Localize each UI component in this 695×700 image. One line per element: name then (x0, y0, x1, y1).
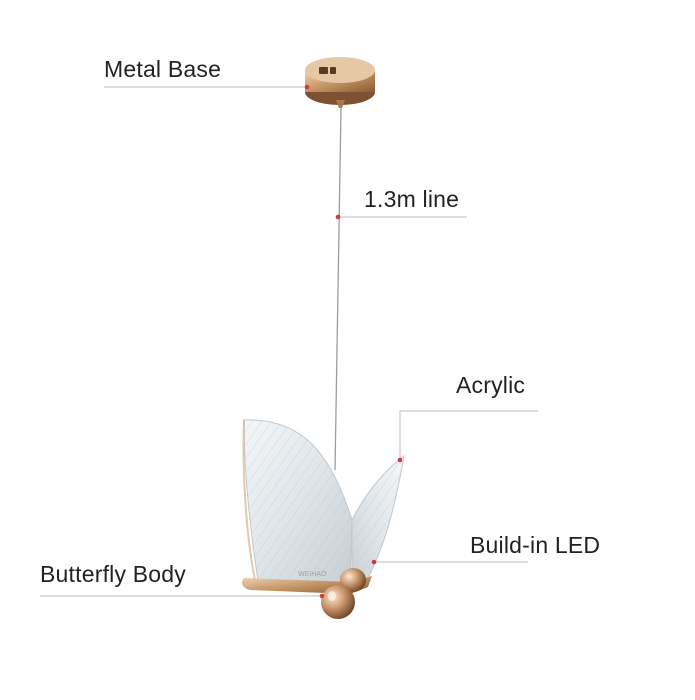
leader-acrylic (399, 410, 538, 460)
label-line-length: 1.3m line (364, 186, 460, 212)
marker-line (335, 214, 341, 220)
label-metal-base: Metal Base (104, 56, 222, 82)
suspension-line (334, 107, 342, 471)
marker-build-in-led (371, 559, 377, 565)
label-butterfly-body: Butterfly Body (40, 561, 186, 587)
svg-text:WEIHAO: WEIHAO (298, 571, 327, 578)
callout-markers (304, 84, 403, 599)
callout-leaders (40, 86, 538, 597)
marker-acrylic (397, 457, 403, 463)
label-acrylic: Acrylic (456, 372, 526, 398)
marker-butterfly-body (319, 593, 325, 599)
marker-metal-base (304, 84, 310, 90)
label-build-in-led: Build-in LED (470, 532, 601, 558)
acrylic-wings: WEIHAO (243, 419, 405, 586)
metal-base-canopy (305, 57, 375, 108)
butterfly-body (321, 568, 366, 619)
